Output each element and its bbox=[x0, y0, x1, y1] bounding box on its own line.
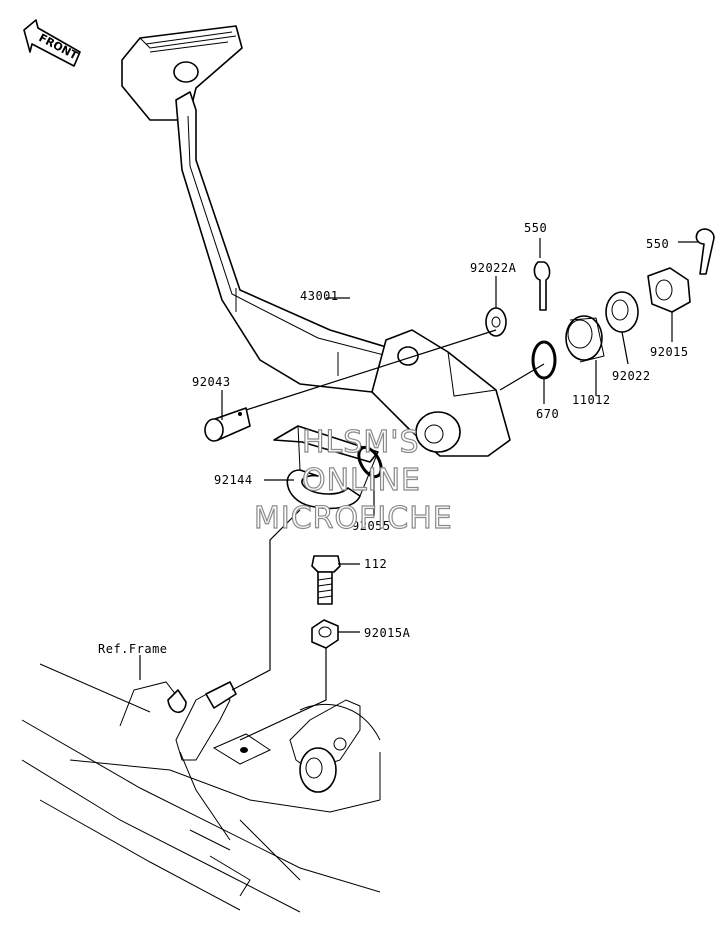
label-550-top: 550 bbox=[524, 221, 547, 235]
label-670: 670 bbox=[536, 407, 559, 421]
label-11012: 11012 bbox=[572, 393, 611, 407]
o-ring-92055[interactable] bbox=[354, 444, 386, 481]
cotter-pin-550-right[interactable] bbox=[695, 228, 715, 275]
washer-92022[interactable] bbox=[605, 291, 639, 333]
label-550-right: 550 bbox=[646, 237, 669, 251]
frame-reference bbox=[21, 663, 381, 913]
label-92043: 92043 bbox=[192, 375, 231, 389]
bolt-112[interactable] bbox=[311, 555, 341, 605]
label-92022: 92022 bbox=[612, 369, 651, 383]
cotter-pin-550-top[interactable] bbox=[533, 261, 551, 311]
cap-11012[interactable] bbox=[565, 315, 605, 363]
nut-92015A[interactable] bbox=[311, 619, 339, 649]
label-112: 112 bbox=[364, 557, 387, 571]
label-92022A: 92022A bbox=[470, 261, 517, 275]
spring-92144[interactable] bbox=[273, 425, 379, 510]
label-92144: 92144 bbox=[214, 473, 253, 487]
nut-92015[interactable] bbox=[647, 267, 691, 313]
label-43001: 43001 bbox=[300, 289, 339, 303]
front-direction-badge: FRONT bbox=[23, 19, 81, 67]
brake-pedal-43001[interactable] bbox=[121, 25, 511, 457]
part-labels: 550 550 92022A 43001 92015 92043 92022 1… bbox=[98, 221, 689, 656]
o-ring-670[interactable] bbox=[531, 340, 557, 380]
pin-92043[interactable] bbox=[204, 407, 251, 442]
watermark-line-1: HLSM'S bbox=[302, 425, 420, 460]
label-ref-frame: Ref.Frame bbox=[98, 642, 168, 656]
leader-lines bbox=[139, 238, 698, 741]
watermark-line-2: ONLINE bbox=[302, 463, 421, 498]
label-92015A: 92015A bbox=[364, 626, 411, 640]
label-92015: 92015 bbox=[650, 345, 689, 359]
watermark: HLSM'S ONLINE MICROFICHE bbox=[253, 424, 453, 536]
label-92055: 92055 bbox=[352, 519, 391, 533]
watermark-line-3: MICROFICHE bbox=[254, 501, 453, 536]
